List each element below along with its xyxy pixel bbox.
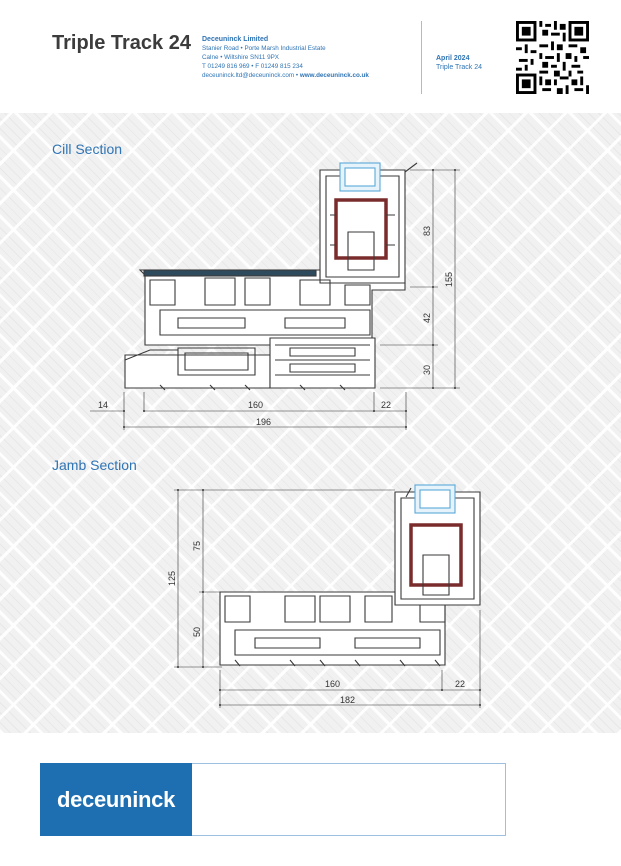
- jamb-dim-total-width: 182: [340, 695, 355, 705]
- cill-dimension-ticks: [123, 169, 456, 428]
- jamb-dim-total-height: 125: [167, 571, 177, 586]
- jamb-dim-height-lower: 50: [192, 627, 202, 637]
- document-date: April 2024: [436, 55, 470, 62]
- email-website-line: deceuninck.ltd@deceuninck.com • www.dece…: [202, 71, 369, 80]
- company-name: Deceuninck Limited: [202, 36, 269, 43]
- cill-dim-total-width: 196: [256, 417, 271, 427]
- deceuninck-logo: deceuninck: [40, 763, 192, 836]
- page-title: Triple Track 24: [52, 32, 191, 54]
- footer: deceuninck: [0, 742, 621, 866]
- jamb-reinforcement: [409, 523, 463, 587]
- cill-dimension-lines: [90, 169, 460, 430]
- contact-divider: [421, 21, 422, 94]
- jamb-dim-height-upper: 75: [192, 541, 202, 551]
- jamb-dimension-ticks: [177, 489, 481, 706]
- cill-top-rail: [143, 269, 317, 277]
- email-link[interactable]: deceuninck.ltd@deceuninck.com •: [202, 72, 300, 79]
- cill-dim-offset-left: 14: [98, 400, 108, 410]
- cill-dim-total-height: 155: [444, 272, 454, 287]
- logo-text: deceuninck: [56, 786, 176, 812]
- cill-dim-height-upper: 83: [422, 226, 432, 236]
- jamb-dim-frame-width: 160: [325, 679, 340, 689]
- cill-dim-overlap-right: 22: [381, 400, 391, 410]
- address-line-1: Stanier Road • Porte Marsh Industrial Es…: [202, 45, 326, 52]
- contact-details: Deceuninck Limited Stanier Road • Porte …: [202, 35, 369, 80]
- document-info: April 2024 Triple Track 24: [436, 54, 482, 72]
- phone-fax: T 01249 816 969 • F 01249 815 234: [202, 63, 303, 70]
- cill-dim-height-lower: 30: [422, 365, 432, 375]
- jamb-section-title: Jamb Section: [52, 457, 137, 473]
- cill-reinforcement: [334, 198, 388, 260]
- cill-section-title: Cill Section: [52, 141, 123, 157]
- website-link[interactable]: www.deceuninck.co.uk: [299, 72, 369, 79]
- jamb-dimension-lines: [174, 489, 481, 708]
- cill-dim-height-middle: 42: [422, 313, 432, 323]
- cill-profile: [124, 162, 418, 391]
- contact-box: [192, 763, 506, 836]
- address-line-2: Calne • Wiltshire SN11 9PX: [202, 54, 279, 61]
- jamb-profile: [219, 484, 481, 667]
- jamb-dim-overlap-right: 22: [455, 679, 465, 689]
- cill-dim-frame-width: 160: [248, 400, 263, 410]
- qr-code-icon: [516, 21, 589, 94]
- document-product: Triple Track 24: [436, 64, 483, 71]
